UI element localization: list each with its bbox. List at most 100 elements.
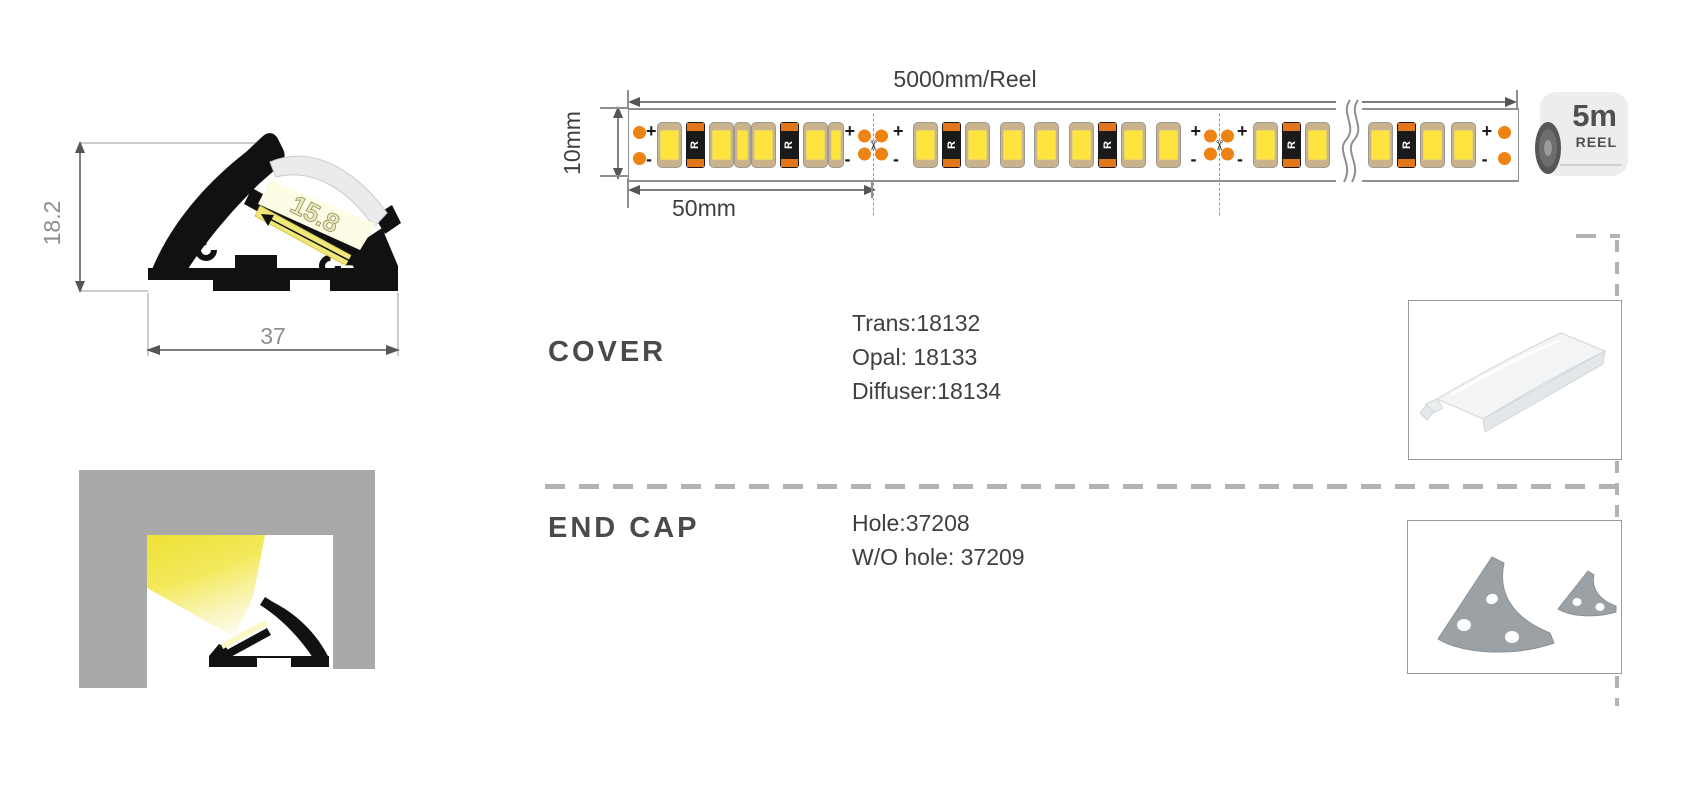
led-chip-emitter — [916, 130, 936, 160]
between-boxes-dash-v — [1615, 461, 1619, 517]
solder-pads — [633, 125, 646, 165]
tape-line — [1560, 164, 1622, 166]
resistor-chip: R — [685, 122, 705, 168]
led-resistor-group: R — [1368, 122, 1445, 168]
led-chip — [656, 122, 682, 168]
resistor-terminal — [1099, 123, 1117, 131]
cover-code-opal: Opal: 18133 — [852, 344, 978, 370]
minus-mark: - — [893, 149, 899, 169]
led-chip — [750, 122, 776, 168]
endcap-section-title: END CAP — [548, 512, 700, 544]
led-chip — [999, 122, 1025, 168]
resistor-chip: R — [1282, 122, 1302, 168]
solder-pad-dot — [875, 147, 888, 161]
cover-image-box — [1408, 300, 1622, 460]
resistor-terminal — [943, 123, 961, 131]
led-chip-emitter — [1308, 130, 1328, 160]
reel-length-label: 5000mm/Reel — [893, 66, 1037, 92]
led-resistor-group: R — [913, 122, 991, 168]
polarity-marks: +- — [844, 122, 855, 168]
solder-pad-dot — [875, 129, 888, 143]
resistor-terminal — [780, 159, 798, 167]
polarity-marks: +- — [1237, 122, 1248, 168]
width-dimension-label: 37 — [260, 323, 286, 349]
led-chip — [733, 122, 751, 168]
solder-pad-dot — [858, 129, 871, 143]
resistor-marking: R — [1101, 141, 1114, 149]
strip-width-label: 10mm — [559, 111, 585, 175]
resistor-terminal — [943, 159, 961, 167]
led-chip-emitter — [1037, 130, 1057, 160]
resistor-terminal — [1283, 159, 1301, 167]
solder-pad-dot — [858, 147, 871, 161]
led-resistor-group: R — [1069, 122, 1147, 168]
extension-line — [627, 90, 629, 108]
led-chip-emitter — [736, 130, 748, 160]
cover-code-trans: Trans:18132 — [852, 310, 981, 336]
reel-length-value: 5m — [1572, 98, 1617, 133]
resistor-chip: R — [1098, 122, 1118, 168]
led-chip — [1069, 122, 1095, 168]
minus-mark: - — [646, 149, 652, 169]
application-right-wall — [333, 535, 375, 669]
extension-line — [627, 178, 629, 208]
lit-interior — [258, 180, 376, 250]
minus-mark: - — [1190, 149, 1197, 169]
cut-point-pads: ✂ — [858, 113, 888, 216]
extension-tick — [600, 107, 628, 109]
solder-pad-dot — [633, 151, 646, 165]
reel-word-label: REEL — [1575, 134, 1617, 150]
solder-pad-dot — [633, 125, 646, 139]
reel-badge: 5m REEL — [1535, 92, 1628, 176]
led-chip — [913, 122, 939, 168]
reel-length-dimension — [628, 97, 1517, 107]
polarity-marks: +- — [893, 122, 904, 168]
led-chip-emitter — [968, 130, 988, 160]
corner-dash-v — [1615, 240, 1619, 298]
cover-code-diffuser: Diffuser:18134 — [852, 378, 1002, 404]
resistor-chip: R — [779, 122, 799, 168]
led-chip-emitter — [659, 130, 679, 160]
resistor-marking: R — [1285, 141, 1298, 149]
led-chip — [802, 122, 828, 168]
led-chip — [708, 122, 734, 168]
led-chip — [1253, 122, 1279, 168]
led-chip — [827, 122, 845, 168]
extension-tick — [600, 175, 628, 177]
led-chip-emitter — [711, 130, 731, 160]
led-chip — [1368, 122, 1393, 168]
plus-mark: + — [1237, 121, 1248, 141]
led-chip — [1034, 122, 1060, 168]
resistor-marking: R — [1400, 141, 1413, 149]
minus-mark: - — [1237, 149, 1243, 169]
reel-icon — [1535, 122, 1561, 174]
endcap-code-hole: Hole:37208 — [852, 510, 970, 536]
led-chip-emitter — [1002, 130, 1022, 160]
corner-dash-h — [1576, 234, 1620, 238]
led-chip — [965, 122, 991, 168]
led-chip-emitter — [1124, 130, 1144, 160]
led-chip-emitter — [805, 130, 825, 160]
endcap-product-image — [1437, 556, 1617, 653]
led-chip-emitter — [753, 130, 773, 160]
cut-increment-dimension — [628, 185, 876, 195]
resistor-marking: R — [689, 141, 702, 149]
resistor-terminal — [1398, 159, 1415, 167]
endcap-codes: Hole:37208 W/O hole: 37209 — [852, 506, 1025, 574]
led-resistor-group: R — [656, 122, 734, 168]
minus-mark: - — [844, 149, 851, 169]
resistor-chip: R — [1397, 122, 1416, 168]
application-profile-svg — [209, 597, 329, 667]
plus-mark: + — [1481, 121, 1493, 141]
resistor-terminal — [1099, 159, 1117, 167]
solder-pad-dot — [1221, 147, 1234, 161]
led-chip — [1420, 122, 1445, 168]
led-chip — [1305, 122, 1331, 168]
application-ceiling — [79, 470, 375, 535]
solder-pad-dot — [1498, 125, 1511, 139]
cover-section-title: COVER — [548, 336, 667, 368]
endcap-image-box — [1407, 520, 1622, 674]
resistor-marking: R — [783, 141, 795, 149]
